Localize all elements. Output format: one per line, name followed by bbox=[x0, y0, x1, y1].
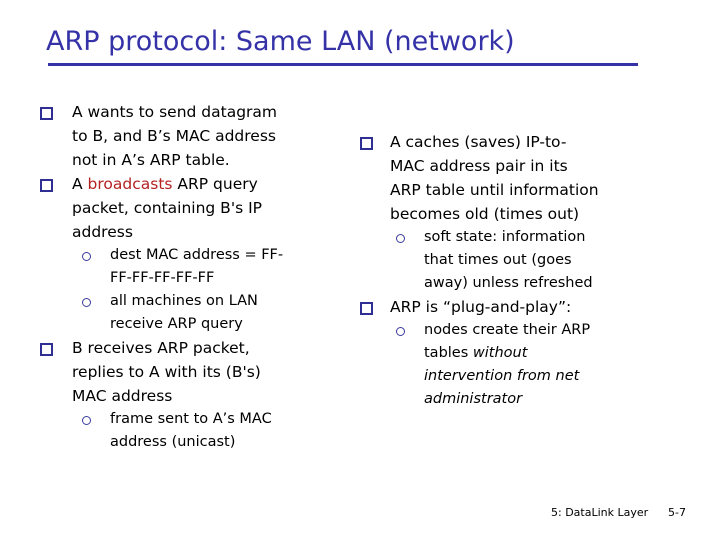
bullet-text-line: packet, containing B's IP bbox=[72, 199, 262, 217]
bullet-text-line: nodes create their ARP bbox=[424, 322, 591, 338]
page-title: ARP protocol: Same LAN (network) bbox=[46, 26, 515, 57]
bullet-text-line: ARP is “plug-and-play”: bbox=[390, 298, 572, 316]
bullet-text-line: administrator bbox=[424, 388, 704, 411]
bullet-text-line: MAC address bbox=[72, 387, 173, 405]
square-bullet-icon bbox=[40, 343, 53, 356]
sub-bullet-item: nodes create their ARP tables without inte… bbox=[356, 319, 704, 411]
bullet-item: A caches (saves) IP-to- MAC address pair … bbox=[356, 130, 704, 226]
sub-bullet-item: frame sent to A’s MAC address (unicast) bbox=[32, 408, 344, 454]
text-run: tables bbox=[424, 345, 473, 361]
bullet-text-line: to B, and B’s MAC address bbox=[72, 127, 276, 145]
bullet-item: B receives ARP packet, replies to A with … bbox=[32, 336, 344, 408]
circle-bullet-icon bbox=[396, 234, 405, 243]
bullet-text-line: FF-FF-FF-FF-FF bbox=[110, 270, 215, 286]
emphasis-red-run: broadcasts bbox=[87, 175, 173, 193]
bullet-text-line: tables without bbox=[424, 342, 704, 365]
text-run: ARP query bbox=[172, 175, 258, 193]
footer-page-number: 5-7 bbox=[668, 506, 686, 519]
emphasis-italic-run: administrator bbox=[424, 391, 523, 407]
circle-bullet-icon bbox=[82, 416, 91, 425]
bullet-text-line: becomes old (times out) bbox=[390, 205, 580, 223]
bullet-text-line: A broadcasts ARP query bbox=[72, 172, 344, 196]
bullet-text-line: ARP table until information bbox=[390, 181, 599, 199]
square-bullet-icon bbox=[360, 302, 373, 315]
bullet-text-line: receive ARP query bbox=[110, 316, 243, 332]
bullet-text-line: intervention from net bbox=[424, 365, 704, 388]
circle-bullet-icon bbox=[82, 252, 91, 261]
bullet-item: A wants to send datagram to B, and B’s MA… bbox=[32, 100, 344, 172]
bullet-text-line: that times out (goes bbox=[424, 252, 572, 268]
bullet-text-line: frame sent to A’s MAC bbox=[110, 411, 272, 427]
title-underline-rule bbox=[48, 63, 638, 66]
bullet-text-line: address (unicast) bbox=[110, 434, 236, 450]
bullet-text-line: B receives ARP packet, bbox=[72, 339, 250, 357]
bullet-text-line: dest MAC address = FF- bbox=[110, 247, 284, 263]
bullet-text-line: MAC address pair in its bbox=[390, 157, 568, 175]
bullet-text-line: all machines on LAN bbox=[110, 293, 258, 309]
bullet-text-line: replies to A with its (B's) bbox=[72, 363, 261, 381]
bullet-text-line: away) unless refreshed bbox=[424, 275, 593, 291]
bullet-text-line: A caches (saves) IP-to- bbox=[390, 133, 567, 151]
square-bullet-icon bbox=[40, 179, 53, 192]
square-bullet-icon bbox=[360, 137, 373, 150]
bullet-item: A broadcasts ARP query packet, containing… bbox=[32, 172, 344, 244]
sub-bullet-item: all machines on LAN receive ARP query bbox=[32, 290, 344, 336]
circle-bullet-icon bbox=[82, 298, 91, 307]
bullet-text-line: address bbox=[72, 223, 133, 241]
square-bullet-icon bbox=[40, 107, 53, 120]
left-content-column: A wants to send datagram to B, and B’s MA… bbox=[32, 100, 344, 454]
text-run: A bbox=[72, 175, 88, 193]
bullet-item: ARP is “plug-and-play”: bbox=[356, 295, 704, 319]
emphasis-italic-run: without bbox=[472, 345, 528, 361]
bullet-text-line: soft state: information bbox=[424, 229, 586, 245]
sub-bullet-item: dest MAC address = FF- FF-FF-FF-FF-FF bbox=[32, 244, 344, 290]
footer-course-label: 5: DataLink Layer bbox=[551, 506, 649, 519]
right-content-column: A caches (saves) IP-to- MAC address pair … bbox=[356, 130, 704, 411]
emphasis-italic-run: intervention from net bbox=[424, 368, 580, 384]
bullet-text-line: A wants to send datagram bbox=[72, 103, 278, 121]
sub-bullet-item: soft state: information that times out (g… bbox=[356, 226, 704, 295]
bullet-text-line: not in A’s ARP table. bbox=[72, 151, 230, 169]
circle-bullet-icon bbox=[396, 327, 405, 336]
